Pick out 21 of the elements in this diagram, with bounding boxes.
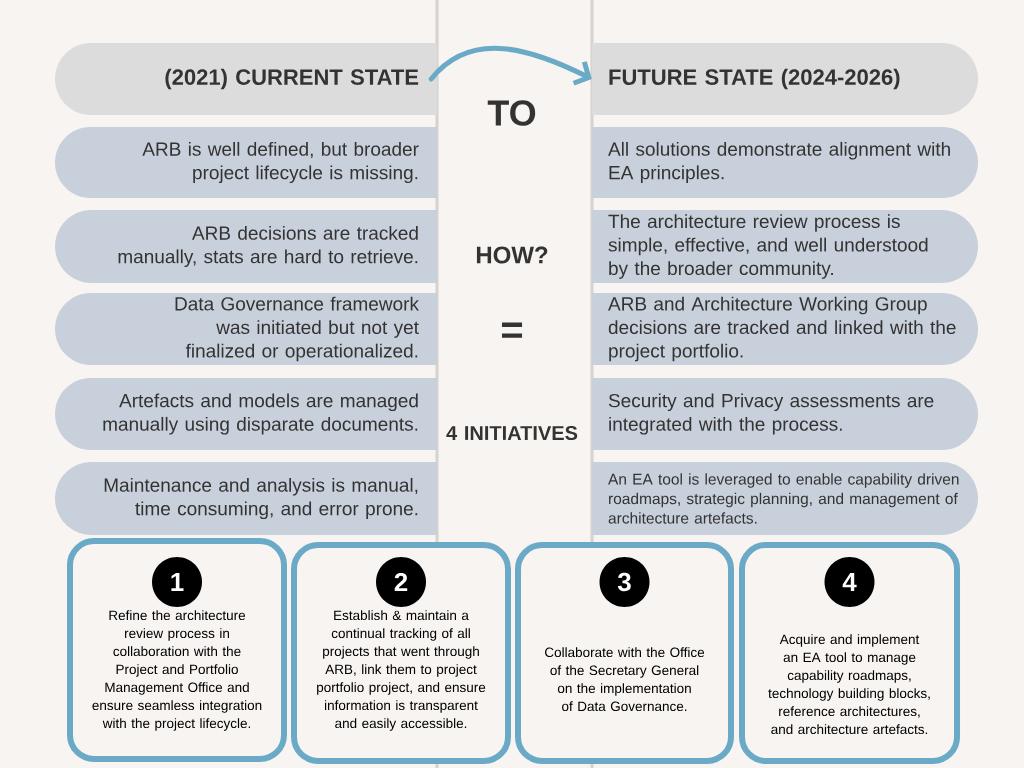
initiatives-count: 4 INITIATIVES [446,425,578,441]
state-row: All solutions demonstrate alignment with EA principles. [592,127,978,198]
state-row: An EA tool is leveraged to enable capability driven roadmaps, strategic planning, and management of architecture artefacts. [592,462,978,535]
equals-sign: = [502,322,523,338]
header-banner: (2021) CURRENT STATE [55,43,437,115]
state-row: Maintenance and analysis is manual, time consuming, and error prone. [55,462,437,535]
state-row: Artefacts and models are managed manually using disparate documents. [55,378,437,450]
state-row: Data Governance framework was initiated but not yet finalized or operationalized. [55,293,437,365]
state-row: The architecture review process is simple, effective, and well understood by the broader community. [592,210,978,283]
state-row: ARB and Architecture Working Group decisions are tracked and linked with the project portfolio. [592,293,978,365]
center-heading: HOW? [476,246,548,264]
initiative-card: 3 Collaborate with the Office of the Secretary General on the implementation of Data Governance. [515,542,734,764]
arrow [428,45,592,86]
center-heading: TO [487,100,536,126]
initiative-card: 2 Establish & maintain a continual tracking of all projects that went through ARB, link them to project portfolio project, and ensure information is transparent and easily accessible. [291,542,511,764]
header-banner: FUTURE STATE (2024-2026) [592,43,978,115]
state-row: ARB decisions are tracked manually, stats are hard to retrieve. [55,210,437,283]
state-row: Security and Privacy assessments are integrated with the process. [592,378,978,450]
initiative-card: 4 Acquire and implement an EA tool to manage capability roadmaps, technology building blocks, reference architectures, and architecture artefacts. [739,542,960,764]
state-row: ARB is well defined, but broader project lifecycle is missing. [55,127,437,198]
initiative-card: 1 Refine the architecture review process in collaboration with the Project and Portfolio Management Office and ensure seamless integration with the project lifecycle. [67,538,287,762]
